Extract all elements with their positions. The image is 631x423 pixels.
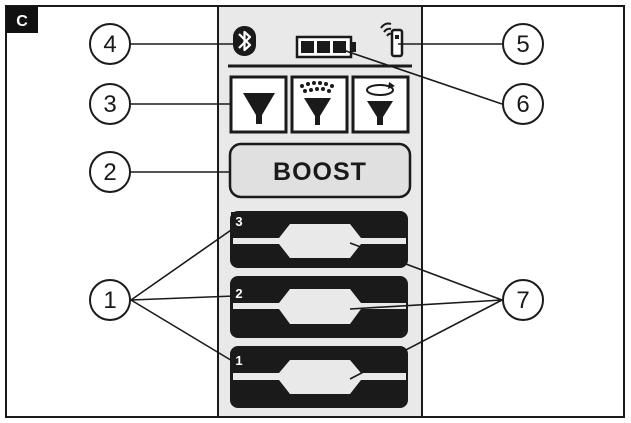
leader-7b (349, 299, 503, 310)
rotating-spray-icon (366, 82, 395, 125)
leader-7a (349, 242, 503, 301)
level-label-1: 1 (235, 353, 242, 368)
leader-1c (130, 299, 235, 363)
svg-text:6: 6 (516, 91, 529, 118)
svg-text:2: 2 (103, 159, 116, 186)
figure-tag (6, 6, 38, 33)
callout-1: 1 (89, 279, 131, 321)
leader-1a (130, 227, 235, 301)
figure-label: C (16, 13, 28, 30)
leader-6 (342, 49, 503, 105)
boost-label: BOOST (273, 158, 367, 186)
level-label-3: 3 (235, 214, 242, 229)
callout-5: 5 (502, 23, 544, 65)
level-button-2[interactable]: 2 (230, 276, 408, 338)
leader-7c (349, 299, 503, 380)
callout-4: 4 (89, 23, 131, 65)
callout-3: 3 (89, 83, 131, 125)
callout-6: 6 (502, 83, 544, 125)
svg-text:4: 4 (103, 31, 116, 58)
svg-text:5: 5 (516, 31, 529, 58)
svg-text:3: 3 (103, 91, 116, 118)
level-button-1[interactable]: 1 (230, 346, 408, 408)
jet-spray-button[interactable] (229, 75, 288, 134)
level-button-3[interactable]: 3 (230, 211, 408, 268)
boost-button[interactable]: BOOST (228, 142, 412, 199)
remote-signal-icon (380, 22, 404, 58)
leader-lines (130, 43, 503, 380)
battery-icon (295, 35, 356, 59)
callout-7: 7 (502, 279, 544, 321)
rotating-spray-button[interactable] (351, 75, 410, 134)
level-label-2: 2 (235, 286, 242, 301)
shower-spray-icon (300, 81, 334, 125)
callout-2: 2 (89, 151, 131, 193)
bluetooth-icon (233, 26, 256, 56)
shower-spray-button[interactable] (290, 75, 349, 134)
leader-1b (130, 295, 235, 301)
svg-text:7: 7 (516, 287, 529, 314)
jet-spray-icon (243, 93, 275, 124)
svg-text:1: 1 (103, 287, 116, 314)
